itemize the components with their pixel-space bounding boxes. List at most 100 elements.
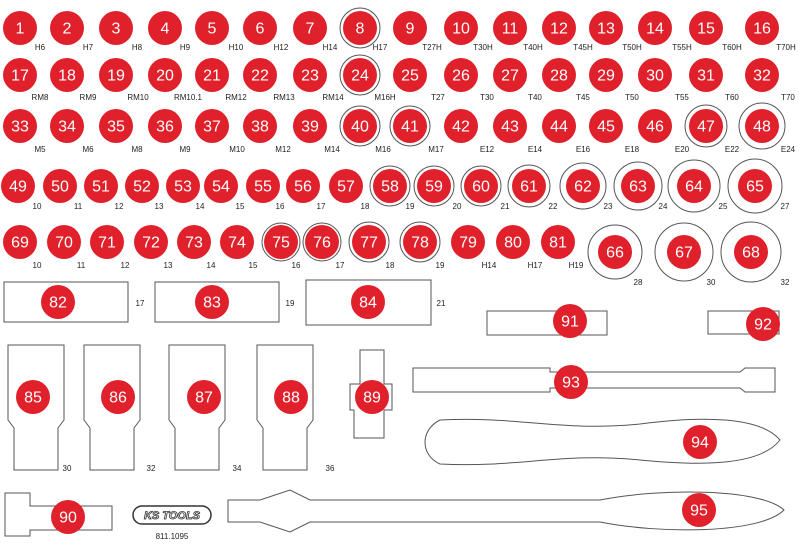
- position-number: 73: [185, 235, 203, 252]
- size-label: H8: [132, 43, 143, 52]
- position-marker: [148, 58, 182, 92]
- size-label: M10: [229, 145, 245, 154]
- position-number: 94: [691, 435, 709, 452]
- position-marker: [3, 58, 37, 92]
- position-marker: [638, 58, 672, 92]
- size-label: T70: [781, 93, 795, 102]
- position-marker: [84, 169, 118, 203]
- position-number: 48: [753, 119, 771, 136]
- size-label: 13: [164, 261, 173, 270]
- tool-cutout: [154, 281, 280, 323]
- position-marker: [16, 380, 50, 414]
- position-number: 51: [92, 179, 110, 196]
- position-number: 71: [98, 235, 116, 252]
- position-marker: [50, 58, 84, 92]
- position-marker: [264, 225, 298, 259]
- size-label: 10: [33, 261, 42, 270]
- position-marker: [3, 109, 37, 143]
- tool-cutout: [7, 344, 65, 471]
- position-marker: [50, 109, 84, 143]
- size-label: 16: [292, 261, 301, 270]
- tool-cutout: [227, 489, 785, 533]
- position-marker: [41, 285, 75, 319]
- position-number: 95: [690, 503, 708, 520]
- position-number: 63: [629, 179, 647, 196]
- size-label: 22: [549, 202, 558, 211]
- position-marker: [493, 58, 527, 92]
- position-marker: [195, 11, 229, 45]
- position-marker: [99, 11, 133, 45]
- socket-outline: [339, 54, 381, 96]
- size-label: M12: [275, 145, 291, 154]
- socket-outline: [587, 224, 643, 280]
- socket-outline: [261, 222, 301, 262]
- position-marker: [689, 11, 723, 45]
- position-number: 82: [49, 295, 67, 312]
- position-marker: [745, 109, 779, 143]
- position-number: 86: [109, 390, 127, 407]
- position-number: 52: [133, 179, 151, 196]
- socket-outline: [339, 105, 381, 147]
- position-marker: [243, 109, 277, 143]
- socket-outline: [667, 159, 721, 213]
- position-number: 57: [337, 179, 355, 196]
- position-number: 46: [646, 119, 664, 136]
- position-number: 87: [195, 390, 213, 407]
- position-number: 32: [753, 68, 771, 85]
- position-marker: [444, 109, 478, 143]
- size-label: E22: [725, 145, 740, 154]
- size-label: 19: [406, 202, 415, 211]
- position-marker: [541, 225, 575, 259]
- position-number: 60: [472, 179, 490, 196]
- socket-outline: [369, 165, 411, 207]
- size-label: H6: [35, 43, 46, 52]
- article-number: 811.1095: [155, 532, 189, 541]
- size-label: M9: [179, 145, 191, 154]
- position-number: 23: [301, 68, 319, 85]
- position-number: 39: [301, 119, 319, 136]
- tool-cutout: [256, 344, 314, 471]
- position-number: 12: [550, 21, 568, 38]
- position-marker: [134, 225, 168, 259]
- position-number: 14: [646, 21, 664, 38]
- position-number: 65: [746, 179, 764, 196]
- position-marker: [195, 285, 229, 319]
- position-marker: [90, 225, 124, 259]
- position-number: 25: [401, 68, 419, 85]
- position-number: 42: [452, 119, 470, 136]
- socket-outline: [339, 7, 381, 49]
- position-number: 79: [459, 235, 477, 252]
- position-marker: [638, 11, 672, 45]
- position-number: 55: [254, 179, 272, 196]
- position-marker: [417, 169, 451, 203]
- position-number: 45: [597, 119, 615, 136]
- size-label: 30: [707, 278, 716, 287]
- position-marker: [286, 169, 320, 203]
- position-marker: [351, 285, 385, 319]
- position-marker: [734, 235, 768, 269]
- position-number: 41: [401, 119, 419, 136]
- position-marker: [204, 169, 238, 203]
- position-marker: [50, 11, 84, 45]
- position-marker: [393, 58, 427, 92]
- position-number: 11: [502, 21, 519, 38]
- position-number: 50: [51, 179, 69, 196]
- position-number: 4: [161, 21, 170, 38]
- tool-cutout: [168, 344, 226, 471]
- position-marker: [493, 11, 527, 45]
- position-number: 81: [549, 235, 567, 252]
- position-marker: [343, 58, 377, 92]
- position-number: 33: [11, 119, 29, 136]
- size-label: 17: [336, 261, 345, 270]
- position-number: 31: [697, 68, 715, 85]
- position-marker: [542, 58, 576, 92]
- size-label: E18: [625, 145, 640, 154]
- position-marker: [589, 58, 623, 92]
- socket-outline: [738, 102, 786, 150]
- size-label: 17: [317, 202, 326, 211]
- size-label: H19: [569, 261, 584, 270]
- position-marker: [589, 11, 623, 45]
- size-label: 18: [361, 202, 370, 211]
- position-number: 8: [356, 21, 365, 38]
- position-marker: [352, 225, 386, 259]
